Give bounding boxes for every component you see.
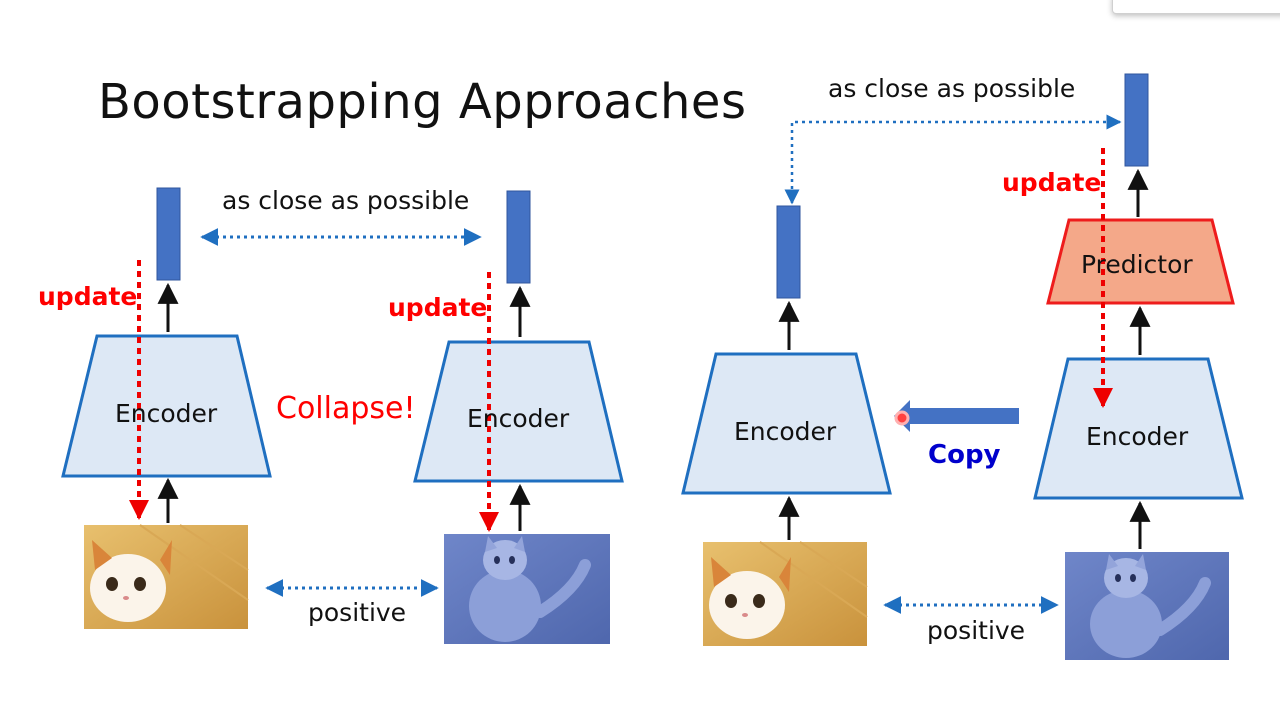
floating-toolbar[interactable] [1112,0,1280,14]
similarity-label-right: as close as possible [828,74,1076,103]
cat-photo-blue-right [1065,552,1229,660]
encoder-label-right-2: Encoder [1086,422,1189,451]
copy-arrow [894,400,1019,432]
encoder-shape-right-2 [1033,357,1244,500]
similarity-label-left: as close as possible [222,186,470,215]
embedding-vector-right-2 [1124,73,1149,167]
update-label-left-1: update [38,282,138,311]
update-label-left-2: update [388,293,488,322]
encoder-shape-left-2 [413,340,624,483]
encoder-label-right-1: Encoder [734,417,837,446]
pointer-dot [894,410,910,426]
slide-title: Bootstrapping Approaches [98,74,747,130]
positive-label-left: positive [308,598,407,627]
encoder-shape-left-1 [61,334,272,478]
collapse-label: Collapse! [276,391,416,426]
copy-label: Copy [928,440,1001,470]
encoder-label-left-2: Encoder [467,404,570,433]
encoder-label-left-1: Encoder [115,399,218,428]
predictor-shape [1046,218,1235,305]
cat-photo-warm-right [703,541,868,646]
embedding-vector-left-1 [156,187,181,281]
update-label-right: update [1002,168,1102,197]
predictor-label: Predictor [1081,250,1193,279]
positive-label-right: positive [927,616,1026,645]
encoder-shape-right-1 [681,352,892,495]
cat-photo-blue-left [444,534,610,644]
embedding-vector-left-2 [506,190,531,284]
embedding-vector-right-1 [776,205,801,299]
cat-photo-warm-left [84,524,249,629]
